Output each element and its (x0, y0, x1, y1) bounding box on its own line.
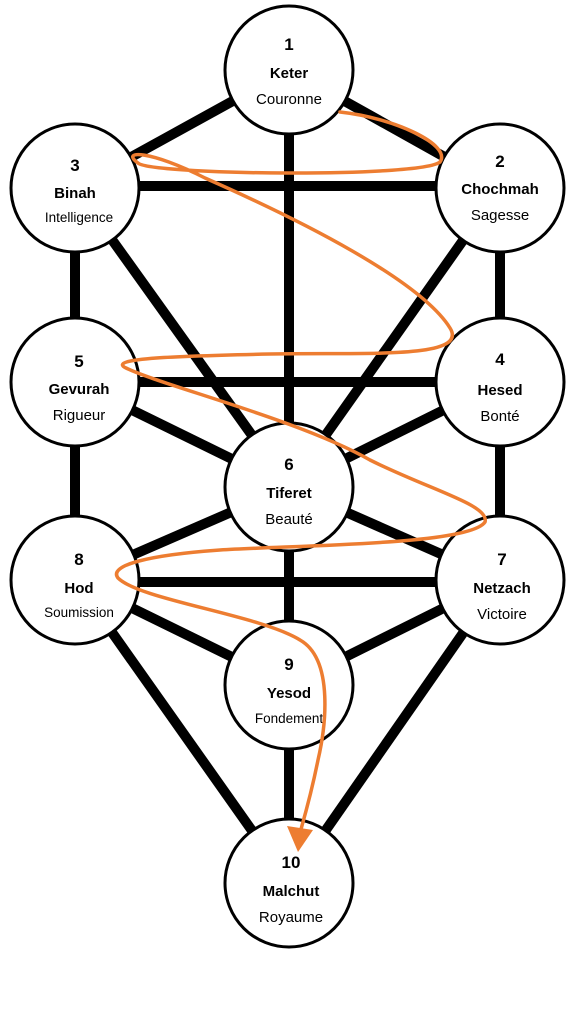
sefira-8: 8 Hod Soumission (9, 514, 141, 646)
sefira-9: 9 Yesod Fondement (223, 619, 355, 751)
sefira-name: Hesed (477, 382, 522, 399)
sefira-3: 3 Binah Intelligence (9, 122, 141, 254)
sefira-number: 5 (74, 352, 83, 371)
sefira-name: Netzach (473, 580, 531, 597)
sefira-4: 4 Hesed Bonté (434, 316, 566, 448)
sefira-number: 3 (70, 156, 79, 175)
sefira-name: Binah (54, 185, 96, 202)
sefira-number: 1 (284, 35, 293, 54)
arrowhead-icon (287, 826, 313, 852)
sefira-number: 7 (497, 550, 506, 569)
sefira-translation: Couronne (256, 91, 322, 108)
sefira-translation: Intelligence (45, 210, 113, 225)
sefira-translation: Bonté (480, 408, 519, 425)
sefira-circle (9, 122, 141, 254)
sefira-circle (223, 619, 355, 751)
sefira-name: Tiferet (266, 485, 312, 502)
sefira-number: 2 (495, 152, 504, 171)
sefira-translation: Beauté (265, 511, 313, 528)
sefira-circle (223, 4, 355, 136)
sefira-name: Chochmah (461, 181, 539, 198)
sefira-name: Hod (64, 580, 93, 597)
sefira-5: 5 Gevurah Rigueur (9, 316, 141, 448)
sefira-number: 4 (495, 350, 505, 369)
sefira-translation: Sagesse (471, 207, 529, 224)
sefira-translation: Fondement (255, 711, 324, 726)
sefira-2: 2 Chochmah Sagesse (434, 122, 566, 254)
sefira-translation: Royaume (259, 909, 323, 926)
sefira-circle (434, 122, 566, 254)
sefira-circle (9, 514, 141, 646)
lightning-flash-path (114, 110, 487, 852)
sefira-translation: Rigueur (53, 407, 106, 424)
sefira-number: 9 (284, 655, 293, 674)
orange-zigzag-path (114, 110, 487, 842)
sefira-name: Malchut (263, 883, 320, 900)
sefira-circle (434, 316, 566, 448)
sefira-translation: Soumission (44, 605, 114, 620)
sefira-circle (223, 817, 355, 949)
sefira-1: 1 Keter Couronne (223, 4, 355, 136)
sefira-name: Yesod (267, 685, 311, 702)
sefira-circle (9, 316, 141, 448)
sefira-name: Gevurah (49, 381, 110, 398)
sefira-10: 10 Malchut Royaume (223, 817, 355, 949)
sefira-number: 10 (282, 853, 301, 872)
sefira-6: 6 Tiferet Beauté (223, 421, 355, 553)
sefira-name: Keter (270, 65, 309, 82)
sefira-circle (434, 514, 566, 646)
sefira-number: 8 (74, 550, 83, 569)
sefira-translation: Victoire (477, 606, 527, 623)
sefira-number: 6 (284, 455, 293, 474)
sefira-7: 7 Netzach Victoire (434, 514, 566, 646)
